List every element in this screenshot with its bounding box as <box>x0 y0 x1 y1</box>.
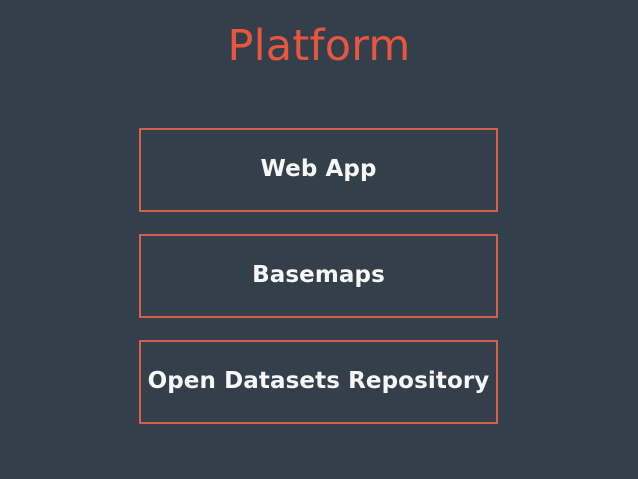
layer-box-web-app[interactable]: Web App <box>139 128 498 212</box>
layer-box-basemaps[interactable]: Basemaps <box>139 234 498 318</box>
page-title: Platform <box>227 21 411 71</box>
platform-layer-stack: Web App Basemaps Open Datasets Repositor… <box>139 128 498 424</box>
layer-label: Open Datasets Repository <box>147 368 490 395</box>
layer-label: Basemaps <box>252 262 385 289</box>
layer-label: Web App <box>260 156 377 183</box>
layer-box-open-datasets-repository[interactable]: Open Datasets Repository <box>139 340 498 424</box>
